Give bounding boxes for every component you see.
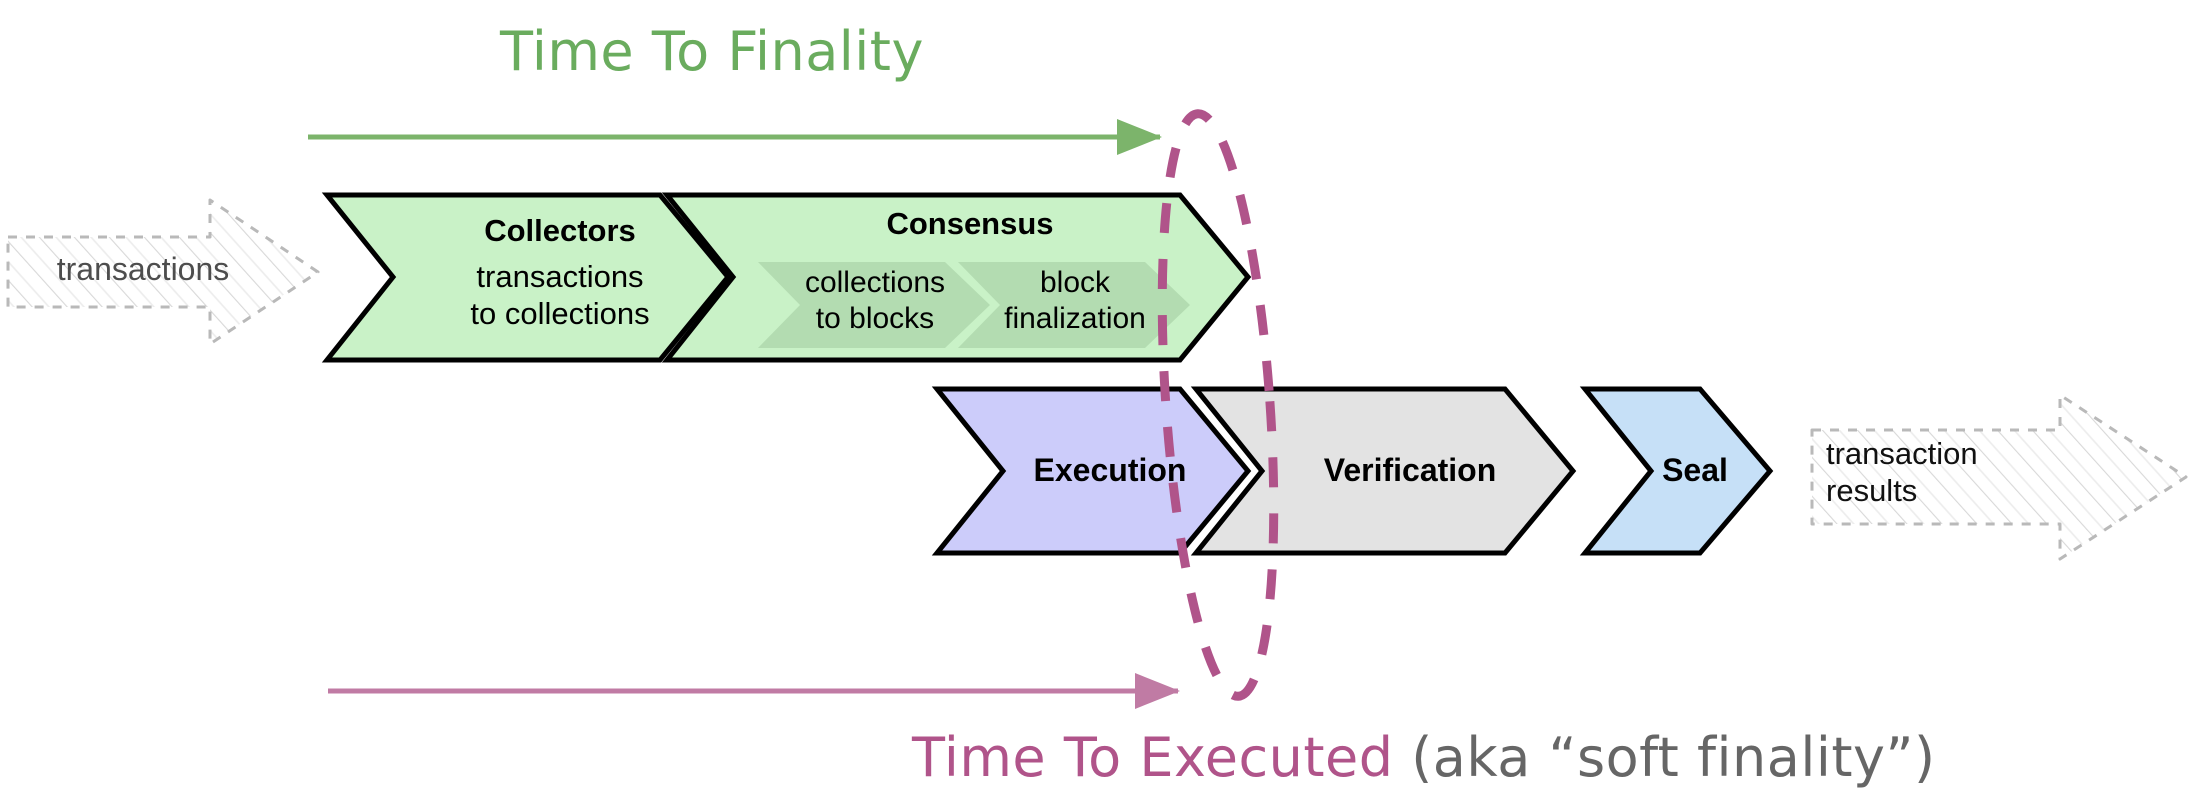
output-transaction-results-arrow xyxy=(1810,393,2188,561)
collectors-subtitle-line-2: to collections xyxy=(470,296,650,332)
collections-to-blocks-line-1: collections xyxy=(804,266,946,299)
collectors-subtitle: transactions to collections xyxy=(390,258,730,332)
chevron-collectors[interactable] xyxy=(321,192,732,363)
chevron-collections-to-blocks[interactable] xyxy=(758,262,990,348)
input-transactions-label: transactions xyxy=(56,251,230,287)
time-to-executed-label: Time To Executed xyxy=(912,726,1394,789)
chevron-seal[interactable] xyxy=(1579,386,1774,556)
block-finalization-line-2: finalization xyxy=(1004,302,1146,335)
output-transaction-results-label: transaction results xyxy=(1826,436,2056,509)
output-line-2: results xyxy=(1826,472,1918,508)
chevron-verification[interactable] xyxy=(1190,386,1577,556)
time-to-executed-title: Time To Executed (aka “soft finality”) xyxy=(912,726,1936,789)
collectors-subtitle-line-1: transactions xyxy=(476,259,644,294)
input-transactions-arrow xyxy=(6,198,320,346)
seal-title: Seal xyxy=(1662,452,1728,488)
chevron-block-finalization[interactable] xyxy=(958,262,1190,348)
collectors-title: Collectors xyxy=(484,213,636,248)
time-to-finality-title: Time To Finality xyxy=(500,20,924,83)
verification-title: Verification xyxy=(1323,452,1497,488)
block-finalization-line-1: block xyxy=(1039,266,1111,299)
collections-to-blocks-line-2: to blocks xyxy=(815,302,935,335)
collections-to-blocks-label: collections to blocks xyxy=(760,265,990,337)
output-line-1: transaction xyxy=(1826,436,1978,471)
soft-finality-note: (aka “soft finality”) xyxy=(1411,726,1936,789)
consensus-title: Consensus xyxy=(886,206,1054,241)
block-finalization-label: block finalization xyxy=(958,265,1192,337)
execution-title: Execution xyxy=(1033,452,1187,488)
